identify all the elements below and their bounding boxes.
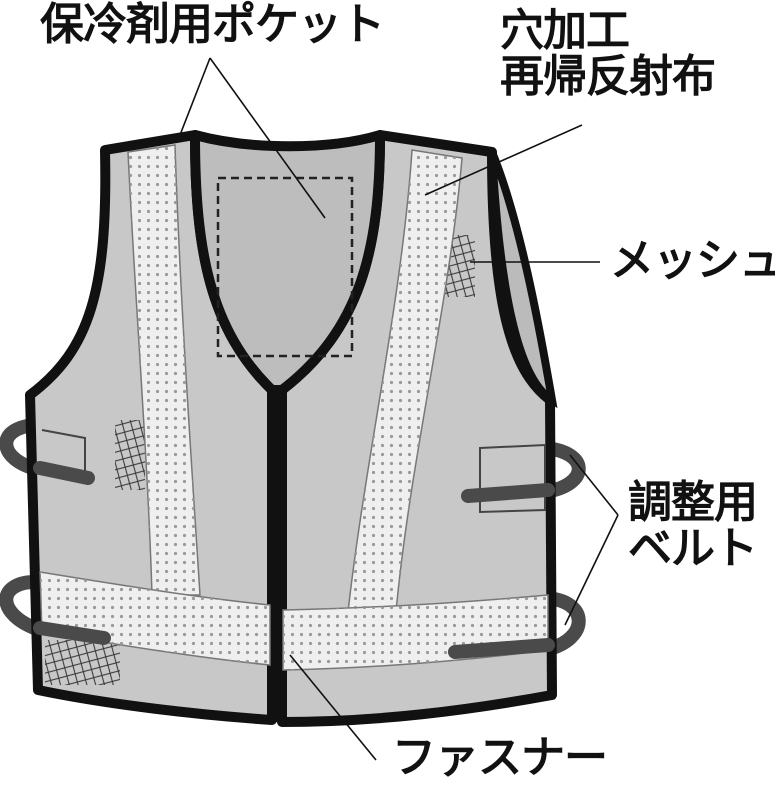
leader-belt-a xyxy=(569,454,619,516)
belt-front-left-bottom xyxy=(33,621,111,645)
leader-pocket-a xyxy=(179,57,211,136)
reflective-band-left-dots xyxy=(40,572,270,665)
leader-reflective xyxy=(424,124,583,196)
belt-back-left-bottom xyxy=(0,574,47,637)
reflective-tape-left-dots xyxy=(128,145,200,595)
belt-back-right-bottom xyxy=(538,591,586,657)
label-belt-line1: 調整用 xyxy=(628,477,758,528)
label-mesh: メッシュ xyxy=(610,235,775,286)
vest-right-side xyxy=(488,150,558,409)
label-reflective-line1: 穴加工 xyxy=(500,5,630,56)
label-fastener: ファスナー xyxy=(392,732,608,783)
label-belt-line2: ベルト xyxy=(628,523,758,575)
belt-front-left-top xyxy=(33,461,95,485)
leader-lines xyxy=(179,57,619,761)
label-cooling-pocket: 保冷剤用ポケット xyxy=(40,0,385,50)
label-adjust-belt: 調整用 ベルト xyxy=(628,477,758,575)
mesh-patch-bottom-left xyxy=(45,640,120,685)
belt-front-right-bottom xyxy=(448,638,555,659)
leader-pocket-b xyxy=(209,57,326,219)
mesh-patch-left xyxy=(115,420,145,490)
label-reflective-line2: 再帰反射布 xyxy=(500,51,716,103)
belt-front-right-top xyxy=(461,483,555,503)
leader-fastener xyxy=(289,654,377,761)
reflective-tape-right-dots xyxy=(348,150,462,612)
label-reflective-cloth: 穴加工 再帰反射布 xyxy=(500,5,716,103)
belt-back-right-top xyxy=(538,441,586,499)
vest-back-neck xyxy=(190,130,385,395)
leader-belt-b xyxy=(564,514,619,626)
cooling-pack-pocket xyxy=(216,176,354,358)
